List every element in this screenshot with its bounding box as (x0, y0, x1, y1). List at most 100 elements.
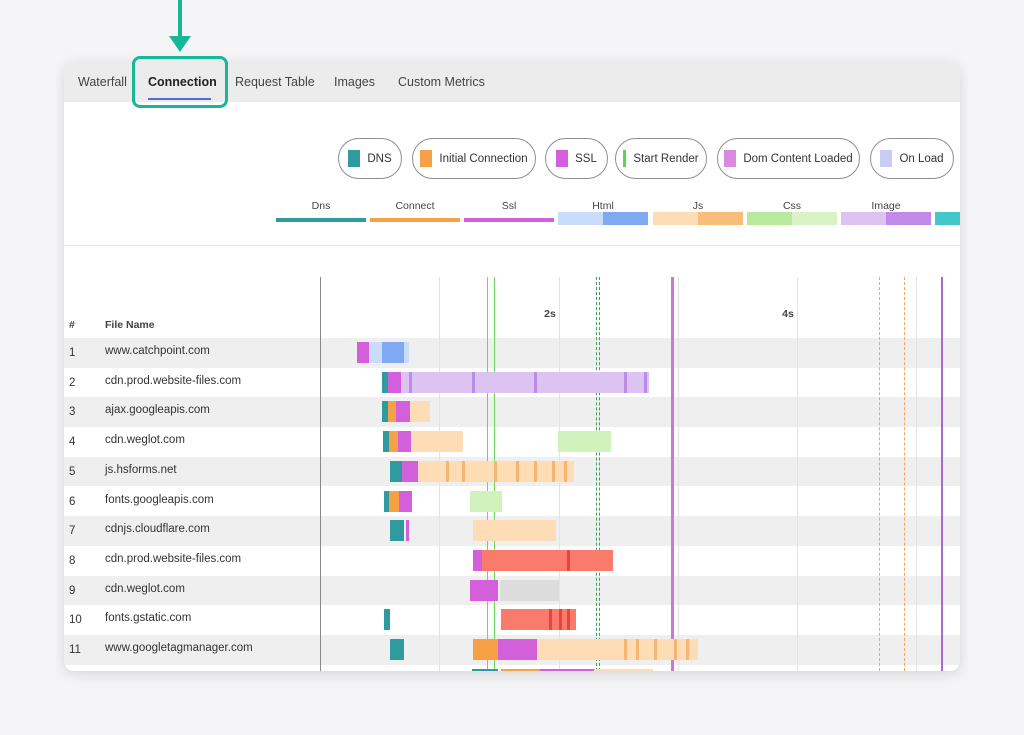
waterfall-bar-dns[interactable] (390, 639, 404, 660)
document-complete-line (941, 277, 943, 671)
tab-custom-metrics[interactable]: Custom Metrics (398, 75, 485, 89)
row-number: 2 (69, 376, 76, 389)
legend-swatch (724, 150, 737, 167)
row-file-name: cdn.weglot.com (105, 434, 185, 447)
legend-swatch (623, 150, 627, 167)
waterfall-bar-ssl[interactable] (399, 490, 412, 512)
waterfall-bar-ssl[interactable] (402, 460, 418, 482)
waterfall-bar-js[interactable] (473, 520, 556, 542)
chunk-stripe (462, 460, 465, 482)
dom-interactive-line (599, 277, 600, 671)
legend-label: SSL (575, 152, 597, 165)
waterfall-bar-ssl[interactable] (398, 431, 411, 453)
row-number: 5 (69, 465, 76, 478)
waterfall-bar-css[interactable] (558, 431, 611, 453)
type-legend-css: Css (747, 198, 837, 228)
waterfall-bar-dns[interactable] (382, 401, 388, 423)
type-legend-ssl: Ssl (464, 198, 554, 228)
chunk-stripe (534, 460, 537, 482)
waterfall-bar-dns[interactable] (390, 520, 404, 542)
waterfall-bar-ssl[interactable] (362, 342, 369, 363)
type-legend-swatch (464, 218, 554, 222)
row-number: 7 (69, 525, 76, 538)
table-row[interactable]: 4 cdn.weglot.com (64, 427, 960, 457)
time-tick-4s: 4s (782, 308, 794, 320)
tab-connection[interactable]: Connection (148, 75, 217, 89)
waterfall-bar-ssl[interactable] (473, 549, 482, 571)
type-legend-swatch (276, 218, 366, 222)
waterfall-bar-connect[interactable] (389, 490, 399, 512)
type-legend-swatch (841, 212, 931, 225)
waterfall-bar-connect[interactable] (473, 639, 498, 660)
waterfall-bar-ssl[interactable] (388, 371, 401, 393)
tab-request-table[interactable]: Request Table (235, 75, 315, 89)
timeline-axis-line (320, 277, 321, 671)
chunk-stripe (624, 639, 627, 660)
chunk-stripe (654, 639, 657, 660)
waterfall-bar-dns[interactable] (384, 490, 389, 512)
waterfall-bar-dns[interactable] (384, 609, 390, 631)
waterfall-bar-connect[interactable] (389, 431, 398, 453)
waterfall-bar-js[interactable] (537, 639, 698, 660)
chunk-stripe (552, 460, 555, 482)
chunk-stripe (567, 609, 570, 631)
waterfall-bar-ssl[interactable] (396, 401, 410, 423)
waterfall-bar-ssl[interactable] (540, 668, 594, 671)
waterfall-bar-js[interactable] (594, 668, 653, 671)
legend-swatch (348, 150, 361, 167)
row-file-name: cdnjs.cloudflare.com (105, 523, 210, 536)
waterfall-bar-dns[interactable] (390, 460, 402, 482)
legend-start-render[interactable]: Start Render (615, 138, 707, 179)
legend-label: Dom Content Loaded (743, 152, 853, 165)
tab-images[interactable]: Images (334, 75, 375, 89)
row-number: 6 (69, 495, 76, 508)
waterfall-bar-other[interactable] (500, 579, 559, 601)
waterfall-bar-connect[interactable] (388, 401, 396, 423)
chunk-stripe (446, 460, 449, 482)
chunk-stripe (636, 639, 639, 660)
legend-dns[interactable]: DNS (338, 138, 402, 179)
waterfall-bar-ssl[interactable] (406, 520, 409, 542)
legend-ssl[interactable]: SSL (545, 138, 608, 179)
type-legend-label: Js (692, 200, 704, 212)
waterfall-bar-ssl[interactable] (357, 342, 362, 363)
legend-swatch (880, 150, 893, 167)
legend-swatch (420, 150, 433, 167)
waterfall-bar-font[interactable] (482, 549, 613, 571)
waterfall-bar-dns[interactable] (382, 371, 388, 393)
waterfall-bar-font[interactable] (501, 609, 576, 631)
type-legend-swatch (370, 218, 460, 222)
on-load-line (904, 277, 905, 671)
legend-dom-content-loaded[interactable]: Dom Content Loaded (717, 138, 860, 179)
dom-interactive-line (596, 277, 597, 671)
legend-initial-connection[interactable]: Initial Connection (412, 138, 536, 179)
row-number: 4 (69, 436, 76, 449)
waterfall-bar-html[interactable] (382, 342, 404, 363)
chunk-stripe (674, 639, 677, 660)
waterfall-bar-dns[interactable] (472, 668, 498, 671)
legend-on-load[interactable]: On Load (870, 138, 954, 179)
waterfall-bar-js[interactable] (410, 401, 430, 423)
chunk-stripe (494, 460, 497, 482)
type-legend-swatch (653, 212, 743, 225)
waterfall-bar-ssl[interactable] (470, 579, 498, 601)
waterfall-bar-connect[interactable] (501, 668, 540, 671)
type-legend-image: Image (841, 198, 931, 228)
tab-waterfall[interactable]: Waterfall (78, 75, 127, 89)
waterfall-bar-image[interactable] (401, 371, 649, 393)
waterfall-bar-dns[interactable] (383, 431, 389, 453)
annotation-arrow-icon (169, 0, 191, 56)
waterfall-card: Waterfall Connection Request Table Image… (64, 62, 960, 671)
waterfall-bar-js[interactable] (411, 431, 463, 453)
on-load-line (879, 277, 880, 671)
waterfall-bar-css[interactable] (470, 490, 502, 512)
waterfall-bar-ssl[interactable] (498, 639, 537, 660)
row-number: 11 (69, 644, 81, 656)
